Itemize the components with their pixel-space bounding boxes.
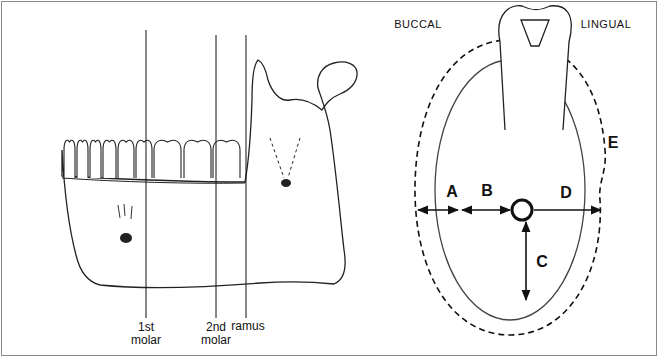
tooth [118, 140, 134, 178]
mental-foramen [120, 233, 132, 243]
side-label: BUCCAL [394, 18, 442, 30]
pulp-chamber [521, 20, 549, 46]
dimension-arrow [462, 209, 510, 211]
canal-lines [270, 138, 300, 178]
tooth [154, 140, 181, 178]
alveolar-line [62, 178, 245, 183]
dimension-letter: A [446, 183, 458, 201]
tooth [184, 140, 211, 178]
section-line [216, 35, 217, 318]
dimension-arrow [534, 209, 601, 211]
root-marks [118, 204, 132, 219]
dimension-arrow [525, 222, 527, 300]
dimension-letter: B [481, 182, 493, 200]
mandible-outline [62, 60, 357, 288]
tooth [103, 140, 116, 178]
section-line [246, 35, 247, 318]
tooth [213, 140, 240, 178]
section-label: 1st molar [124, 321, 168, 347]
nerve-canal [512, 200, 532, 220]
side-label: LINGUAL [581, 18, 632, 30]
tooth [64, 140, 75, 178]
section-line [146, 30, 147, 318]
dimension-letter: C [536, 253, 548, 271]
dimension-letter: E [608, 134, 619, 152]
teeth [64, 140, 240, 178]
dimension-arrow [418, 209, 458, 211]
tooth [136, 140, 152, 178]
tooth [90, 140, 101, 178]
tooth-section [499, 6, 571, 130]
section-label: ramus [231, 320, 264, 333]
tooth [77, 140, 88, 178]
mandibular-foramen [281, 179, 291, 187]
dimension-letter: D [560, 184, 572, 202]
